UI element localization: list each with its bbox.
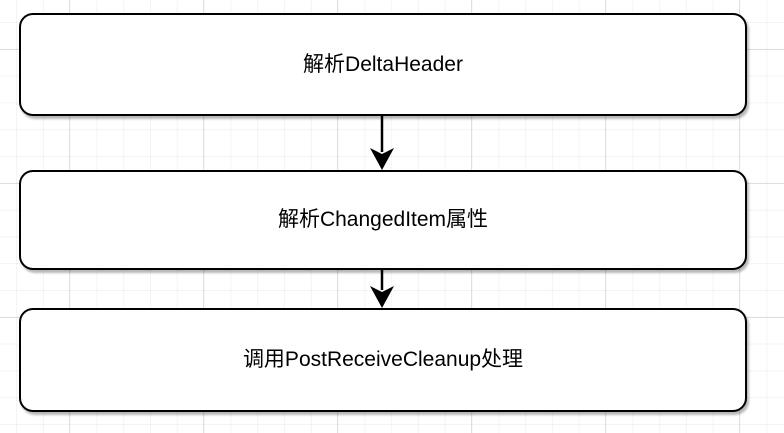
arrowhead-down-icon	[370, 148, 394, 170]
flow-node-parse-changed-item-attrs[interactable]: 解析ChangedItem属性	[19, 170, 747, 270]
connector-arrow-2[interactable]	[369, 270, 395, 308]
node-label-call-post-receive-cleanup: 调用PostReceiveCleanup处理	[242, 348, 524, 372]
node-label-parse-delta-header: 解析DeltaHeader	[303, 52, 463, 76]
arrowhead-down-icon	[370, 286, 394, 308]
connector-arrow-1[interactable]	[369, 116, 395, 170]
flow-node-call-post-receive-cleanup[interactable]: 调用PostReceiveCleanup处理	[19, 308, 747, 412]
flow-node-parse-delta-header[interactable]: 解析DeltaHeader	[19, 13, 747, 116]
node-label-parse-changed-item-attrs: 解析ChangedItem属性	[277, 208, 489, 232]
